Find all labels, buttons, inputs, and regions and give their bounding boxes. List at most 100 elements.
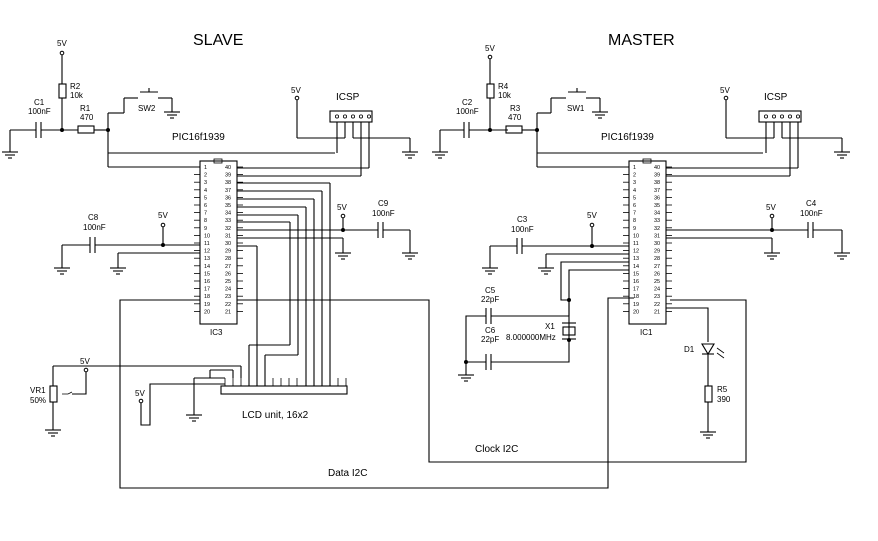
c9-value: 100nF <box>372 209 395 218</box>
pin-number: 7 <box>633 211 636 217</box>
pin-number: 35 <box>654 203 660 209</box>
pin-number: 29 <box>654 249 660 255</box>
pin-number: 19 <box>633 302 639 308</box>
pin-number: 34 <box>225 211 231 217</box>
pin-number: 14 <box>633 264 639 270</box>
pin-number: 23 <box>654 294 660 300</box>
r2-value: 10k <box>70 91 84 100</box>
ic1-label: IC1 <box>640 328 653 337</box>
resistor-r3 <box>505 125 523 134</box>
master-circuit: 5V R4 10k C2 100nF R3 470 SW1 ICSP <box>431 44 851 439</box>
resistor-r2 <box>58 83 67 99</box>
pin-number: 17 <box>633 287 639 293</box>
icsp-master-label: ICSP <box>764 92 788 103</box>
slave-circuit: 5V R2 10k C1 100nF R1 470 SW2 <box>1 39 747 489</box>
c2-value: 100nF <box>456 107 479 116</box>
sw1-label: SW1 <box>567 104 585 113</box>
pin-number: 32 <box>225 226 231 232</box>
potentiometer-vr1 <box>49 385 58 403</box>
slave-mcu-label: PIC16f1939 <box>172 132 225 143</box>
title-master: MASTER <box>608 32 675 49</box>
vcc-label: 5V <box>291 86 301 95</box>
pin-number: 14 <box>204 264 210 270</box>
pin-number: 39 <box>654 173 660 179</box>
resistor-r1 <box>77 125 95 134</box>
pin-number: 26 <box>654 271 660 277</box>
pin-number: 28 <box>225 256 231 262</box>
icsp-slave-label: ICSP <box>336 92 360 103</box>
pin-number: 20 <box>204 309 210 315</box>
pin-number: 27 <box>654 264 660 270</box>
d1-label: D1 <box>684 345 695 354</box>
pin-number: 32 <box>654 226 660 232</box>
lcd-label: LCD unit, 16x2 <box>242 410 309 421</box>
pin-number: 13 <box>204 256 210 262</box>
vcc-label: 5V <box>766 203 776 212</box>
pin-number: 1 <box>204 165 207 171</box>
pin-number: 5 <box>633 195 636 201</box>
pin-number: 2 <box>633 173 636 179</box>
pin-number: 12 <box>204 249 210 255</box>
pin-number: 39 <box>225 173 231 179</box>
pin-number: 31 <box>225 233 231 239</box>
x1-ref: X1 <box>545 322 555 331</box>
vcc-label: 5V <box>337 203 347 212</box>
vcc-label: 5V <box>57 39 67 48</box>
pin-number: 35 <box>225 203 231 209</box>
pin-number: 20 <box>633 309 639 315</box>
pin-number: 38 <box>654 180 660 186</box>
pin-number: 22 <box>654 302 660 308</box>
pin-number: 37 <box>654 188 660 194</box>
r4-value: 10k <box>498 91 512 100</box>
icsp-slave-header <box>329 110 373 123</box>
r5-ref: R5 <box>717 385 728 394</box>
ic3-body <box>199 160 238 325</box>
c8-value: 100nF <box>83 223 106 232</box>
pin-number: 37 <box>225 188 231 194</box>
pin-number: 9 <box>633 226 636 232</box>
pin-number: 4 <box>204 188 207 194</box>
led-d1 <box>701 343 715 356</box>
pin-number: 16 <box>633 279 639 285</box>
pin-number: 1 <box>633 165 636 171</box>
c3-value: 100nF <box>511 225 534 234</box>
r1-ref: R1 <box>80 104 91 113</box>
pin-number: 29 <box>225 249 231 255</box>
pin-number: 24 <box>654 287 660 293</box>
pin-number: 15 <box>204 271 210 277</box>
vr1-value: 50% <box>30 396 46 405</box>
pin-number: 40 <box>654 165 660 171</box>
c8-ref: C8 <box>88 213 99 222</box>
r2-ref: R2 <box>70 82 81 91</box>
pin-number: 25 <box>654 279 660 285</box>
vcc-label: 5V <box>80 357 90 366</box>
c1-value: 100nF <box>28 107 51 116</box>
c6-ref: C6 <box>485 326 496 335</box>
pin-number: 21 <box>654 309 660 315</box>
x1-value: 8.000000MHz <box>506 333 556 342</box>
pin-number: 6 <box>633 203 636 209</box>
pin-number: 33 <box>225 218 231 224</box>
pin-number: 34 <box>654 211 660 217</box>
pin-number: 3 <box>633 180 636 186</box>
pin-number: 10 <box>204 233 210 239</box>
pin-number: 3 <box>204 180 207 186</box>
r4-ref: R4 <box>498 82 509 91</box>
vcc-label: 5V <box>587 211 597 220</box>
title-slave: SLAVE <box>193 32 243 49</box>
icsp-master-header <box>758 110 802 123</box>
c5-value: 22pF <box>481 295 499 304</box>
pin-number: 19 <box>204 302 210 308</box>
pin-number: 27 <box>225 264 231 270</box>
pin-number: 17 <box>204 287 210 293</box>
r5-value: 390 <box>717 395 731 404</box>
pin-number: 18 <box>204 294 210 300</box>
pin-number: 9 <box>204 226 207 232</box>
c3-ref: C3 <box>517 215 528 224</box>
pin-number: 7 <box>204 211 207 217</box>
vcc-label: 5V <box>135 389 145 398</box>
vr1-ref: VR1 <box>30 386 46 395</box>
c6-value: 22pF <box>481 335 499 344</box>
c1-ref: C1 <box>34 98 45 107</box>
pin-number: 26 <box>225 271 231 277</box>
